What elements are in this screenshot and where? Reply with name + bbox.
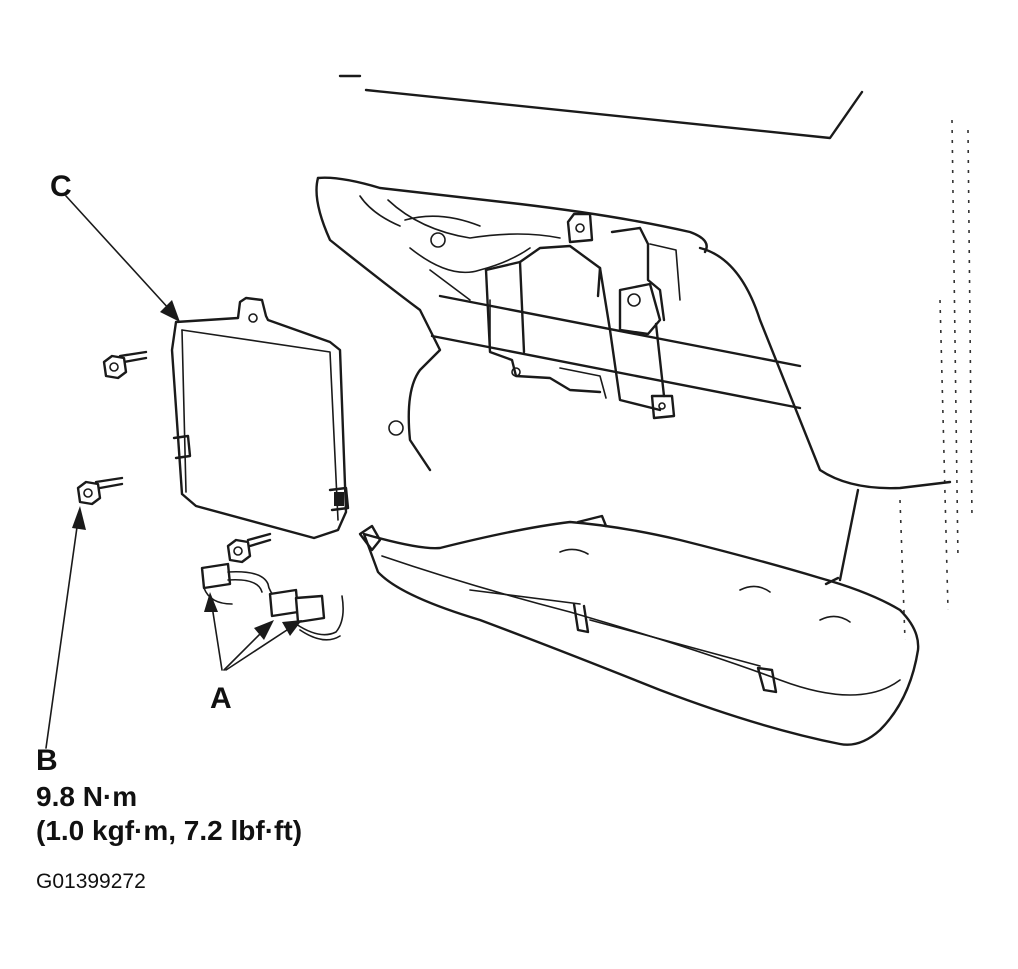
bolt-lower [76,476,124,506]
connectors-a [200,562,344,641]
figure-code: G01399272 [36,870,146,893]
callout-a-label: A [210,682,232,715]
callout-c-label: C [50,170,72,203]
callout-b-label: B [36,744,58,777]
leader-lines [45,195,302,749]
bolt-upper [102,350,148,380]
dashboard-cavity [315,176,708,472]
glove-box-lid [358,514,920,746]
torque-metric: 9.8 N·m [36,781,138,812]
control-unit-c [170,296,350,540]
torque-imperial: (1.0 kgf·m, 7.2 lbf·ft) [36,815,303,846]
dashboard-outline [338,74,973,641]
bolt-center [226,532,272,564]
mounting-bracket [484,212,681,420]
